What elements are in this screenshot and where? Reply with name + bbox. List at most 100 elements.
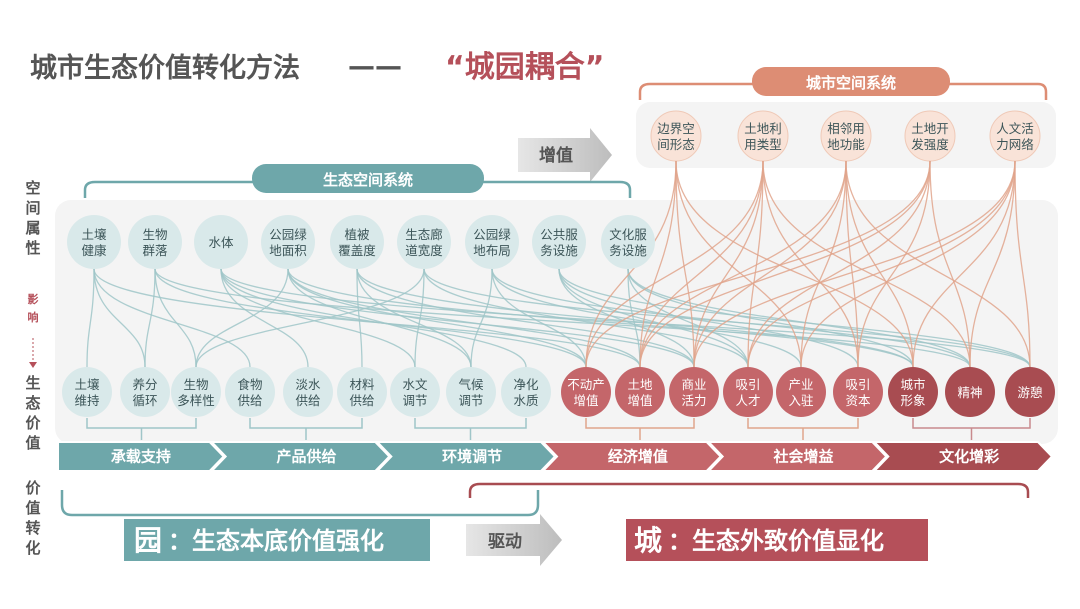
city-node-3-label-1: 相邻用 (827, 121, 865, 136)
category-chevron (706, 441, 888, 472)
value-node-16-label-1: 城市 (900, 377, 925, 392)
value-node-6-label-2: 供给 (349, 393, 374, 408)
link-c4-v10 (585, 160, 931, 368)
link-c3-v11 (639, 160, 847, 368)
link-c3-v18 (845, 160, 1031, 368)
link-e4-v16 (287, 268, 914, 368)
link-e9-v17 (627, 268, 971, 368)
park-label-box (124, 519, 430, 561)
value-node-circle (561, 367, 611, 417)
link-c1-v14 (675, 160, 802, 368)
value-brackets (86, 418, 1031, 440)
value-node-17: 精神 (945, 367, 995, 417)
category-label: 产品供给 (276, 448, 336, 466)
value-node-circle (1005, 367, 1055, 417)
side-label-eco-value-char: 值 (25, 434, 40, 452)
eco-node-6-label-2: 道宽度 (405, 243, 443, 258)
link-e5-v8 (356, 268, 472, 368)
city-node-2-label-2: 用类型 (744, 137, 782, 152)
link-c3-v15 (845, 160, 859, 368)
value-node-8-label-2: 调节 (458, 393, 483, 408)
category-label: 环境调节 (442, 448, 502, 466)
category-ribbon: 承载支持产品供给环境调节经济增值社会增益文化增彩 (57, 441, 1054, 472)
value-node-circle (501, 367, 551, 417)
city-node-circle (737, 110, 789, 162)
eco-node-8-label-2: 务设施 (540, 243, 578, 258)
eco-node-4-label-2: 地面积 (269, 243, 307, 258)
value-node-13-label-1: 吸引 (735, 377, 760, 392)
link-e5-v12 (356, 268, 695, 368)
link-c3-v14 (800, 160, 847, 368)
link-c2-v13 (747, 160, 764, 368)
link-e8-v13 (558, 268, 749, 368)
park-bracket (60, 490, 540, 517)
category-5: 社会增益 (706, 441, 888, 472)
side-label-eco-value-char: 价 (25, 414, 41, 432)
city-node-5-label-1: 人文活 (996, 121, 1034, 136)
park-label: 园 ：生态本底价值强化 (124, 519, 430, 561)
value-group-bracket (414, 418, 527, 440)
link-c4-v17 (929, 160, 971, 368)
category-label: 文化增彩 (939, 448, 999, 466)
eco-node-circle (532, 215, 586, 269)
link-e4-v10 (287, 268, 587, 368)
link-e3-v5 (220, 268, 309, 368)
category-chevron (209, 441, 391, 472)
eco-node-circle (194, 215, 248, 269)
link-c1-v10 (585, 160, 677, 368)
value-node-7-label-1: 水文 (402, 377, 428, 392)
link-c4-v15 (857, 160, 931, 368)
eco-system-label: 生态空间系统 (323, 171, 413, 189)
value-node-12-label-2: 活力 (681, 393, 706, 408)
category-4: 经济增值 (540, 441, 723, 472)
value-group-bracket (912, 418, 1031, 440)
value-node-11-label-2: 增值 (627, 393, 652, 408)
link-e5-v16 (356, 268, 914, 368)
eco-node-circle (67, 215, 121, 269)
eco-system-pill (252, 164, 484, 193)
park-char: 园 (134, 524, 162, 557)
link-e5-v6 (356, 268, 363, 368)
park-text: ：生态本底价值强化 (168, 527, 384, 555)
category-chevron (57, 441, 226, 472)
eco-node-circle (261, 215, 315, 269)
city-char: 城 (634, 524, 662, 557)
value-node-4-label-2: 供给 (237, 393, 262, 408)
eco-node-circle (128, 215, 182, 269)
city-node-circle (989, 110, 1041, 162)
value-node-5-label-1: 淡水 (295, 377, 321, 392)
link-c1-v12 (675, 160, 695, 368)
value-node-14-label-2: 入驻 (788, 393, 814, 408)
value-node-circle (390, 367, 440, 417)
link-c5-v12 (693, 160, 1016, 368)
eco-node-circle (330, 215, 384, 269)
title-highlight: “城园耦合” (445, 50, 604, 85)
side-label-eco-value-char: 态 (25, 394, 40, 412)
city-node-circle (820, 110, 872, 162)
value-node-10-label-2: 增值 (573, 393, 598, 408)
value-node-15-label-1: 吸引 (845, 377, 870, 392)
city-label-box (626, 519, 928, 561)
title-main: 城市生态价值转化方法 (30, 52, 300, 84)
value-add-arrow-shape (518, 128, 612, 182)
value-add-label: 增值 (539, 145, 573, 166)
category-2: 产品供给 (209, 441, 391, 472)
link-e1-v1 (86, 268, 95, 368)
city-bracket (468, 482, 1030, 498)
category-label: 社会增益 (772, 448, 833, 466)
city-label: 城 ：生态外致价值显化 (626, 519, 928, 561)
eco-nodes: 土壤健康生物群落水体公园绿地面积植被覆盖度生态廊道宽度公园绿地布局公共服务设施文… (67, 215, 655, 269)
side-label-eco-value-char: 生 (25, 374, 40, 392)
value-node-2-label-2: 循环 (132, 393, 157, 408)
